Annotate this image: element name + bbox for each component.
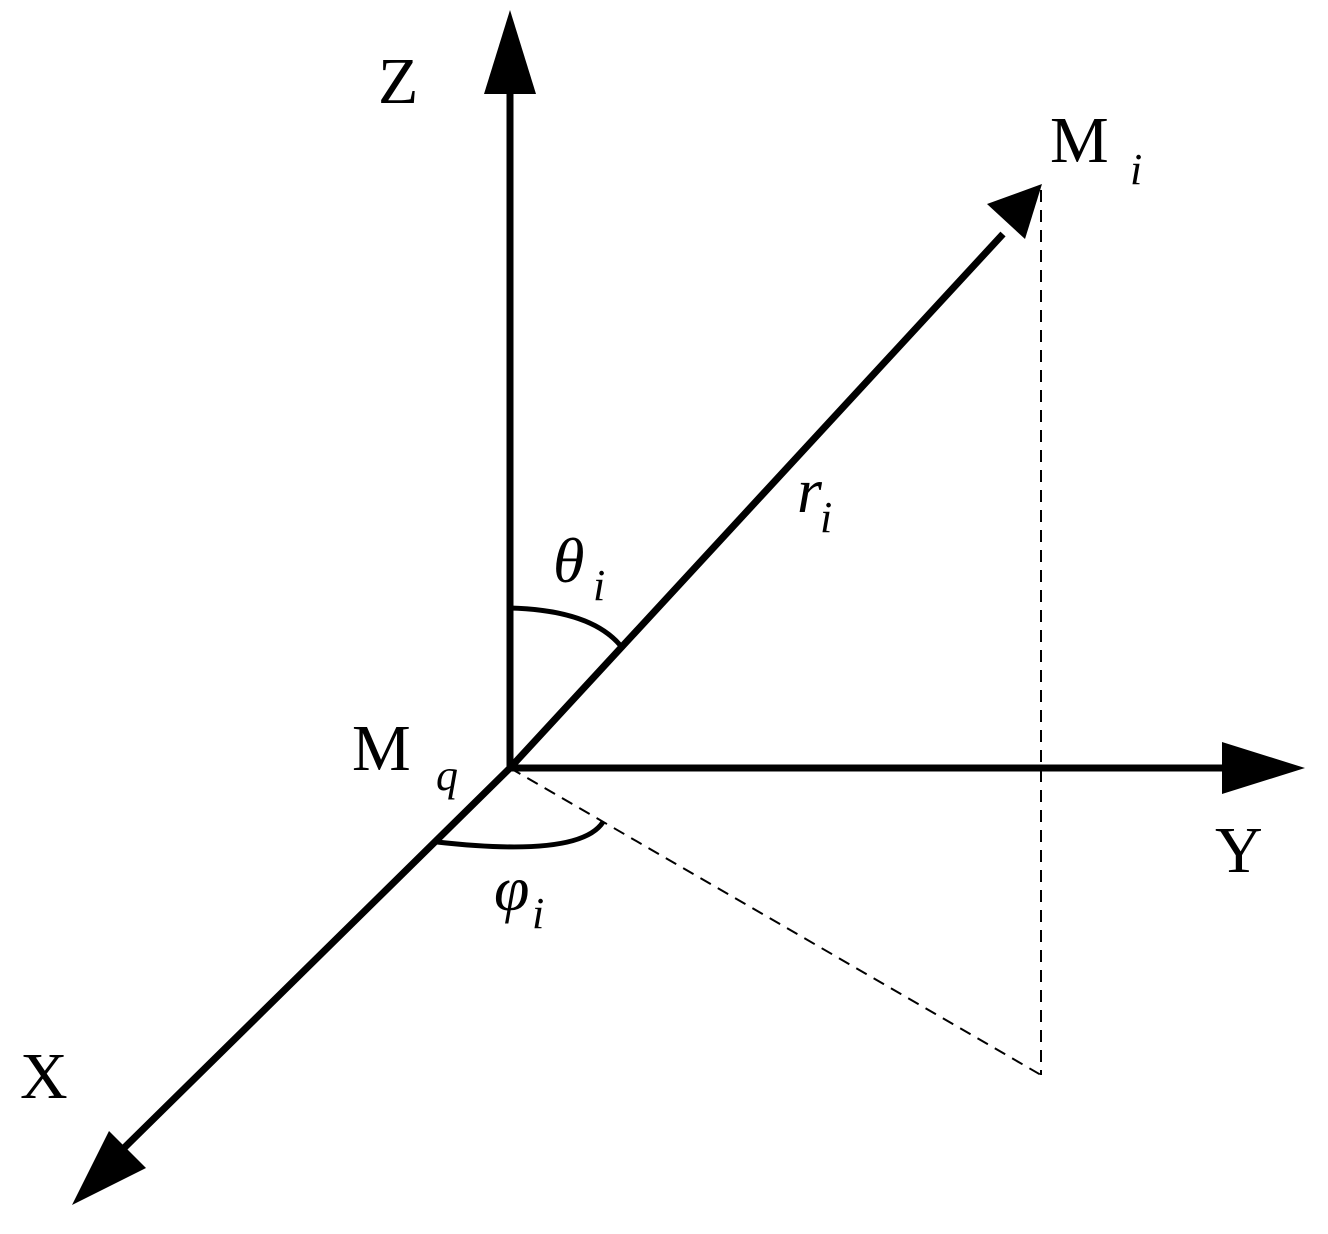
- point-mi-label: M: [1050, 104, 1109, 177]
- theta-angle-arc: [509, 605, 622, 647]
- vector-r-line: [507, 231, 1006, 771]
- point-mq-label: M: [352, 712, 411, 785]
- vector-r-subscript: i: [820, 493, 832, 542]
- x-axis-arrowhead: [72, 1131, 146, 1205]
- x-axis-label: X: [20, 1040, 68, 1113]
- theta-subscript: i: [593, 561, 605, 610]
- z-axis-label: Z: [378, 45, 418, 118]
- point-mq-subscript: q: [436, 751, 458, 800]
- vector-r-arrowhead: [987, 184, 1042, 239]
- y-axis-arrowhead: [1222, 742, 1305, 794]
- phi-label: φ: [494, 853, 529, 924]
- y-axis-label: Y: [1215, 814, 1263, 887]
- x-axis-line: [119, 765, 513, 1153]
- point-mi-subscript: i: [1130, 145, 1142, 194]
- phi-angle-arc: [436, 820, 606, 850]
- projection-ground-dashed: [509, 767, 1042, 1076]
- phi-subscript: i: [532, 889, 544, 938]
- z-axis-arrowhead: [484, 10, 536, 94]
- theta-label: θ: [553, 525, 584, 596]
- vector-r-label: r: [797, 455, 823, 526]
